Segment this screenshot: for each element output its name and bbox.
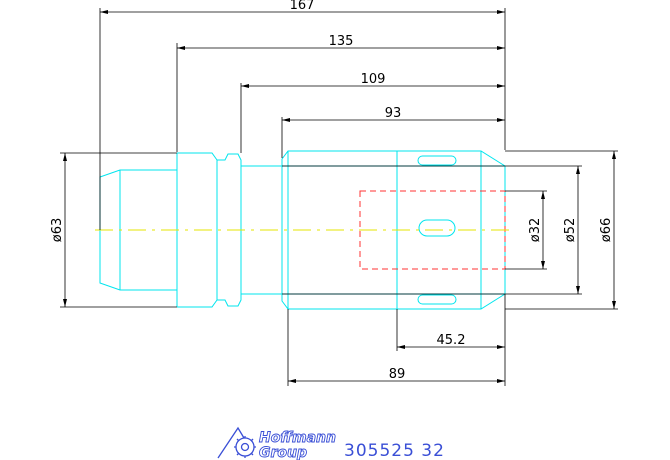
dimension-lines [60, 8, 618, 386]
arrow-109-r [497, 84, 505, 88]
arrow-109-l [241, 84, 249, 88]
dim-label-45-2: 45.2 [437, 333, 466, 348]
arrow-93-r [497, 118, 505, 122]
logo-triangle [217, 426, 245, 459]
logo-gear-hub [240, 442, 250, 452]
dim-label-167: 167 [290, 0, 315, 13]
arrow-63-b [63, 299, 67, 307]
arrow-32-t [541, 191, 545, 199]
part-number: 305525 32 [344, 441, 445, 460]
dim-label-dia-66: ø66 [599, 218, 614, 243]
slot-middle [418, 219, 456, 237]
dim-label-dia-32: ø32 [528, 218, 543, 243]
arrow-63-t [63, 153, 67, 161]
arrow-135-r [497, 46, 505, 50]
arrow-89-l [288, 379, 296, 383]
logo-gear-teeth [234, 436, 256, 458]
taper-shank [99, 153, 178, 307]
arrow-52-b [576, 286, 580, 294]
arrow-52-t [576, 166, 580, 174]
arrow-93-l [282, 118, 290, 122]
arrow-167-r [497, 10, 505, 14]
hoffmann-gear-logo-icon [217, 426, 256, 459]
dim-label-109: 109 [361, 72, 386, 87]
dim-label-dia-63: ø63 [50, 218, 65, 243]
flange [177, 152, 218, 308]
arrow-167-l [100, 10, 108, 14]
arrow-66-b [612, 301, 616, 309]
arrow-45-r [497, 345, 505, 349]
slot-bottom [417, 294, 457, 305]
arrow-89-r [497, 379, 505, 383]
dim-label-dia-52: ø52 [563, 218, 578, 243]
arrow-66-t [612, 151, 616, 159]
arrow-32-b [541, 261, 545, 269]
arrowheads [63, 10, 616, 383]
dim-label-89: 89 [389, 367, 406, 382]
arrow-135-l [177, 46, 185, 50]
slot-top [417, 155, 457, 166]
arrow-45-l [397, 345, 405, 349]
dim-label-135: 135 [329, 34, 354, 49]
logo-text-line1: Hoffmann [259, 430, 336, 446]
logo-gear-ring [235, 437, 255, 457]
dim-label-93: 93 [385, 106, 402, 121]
logo-text-line2: Group [259, 445, 307, 460]
